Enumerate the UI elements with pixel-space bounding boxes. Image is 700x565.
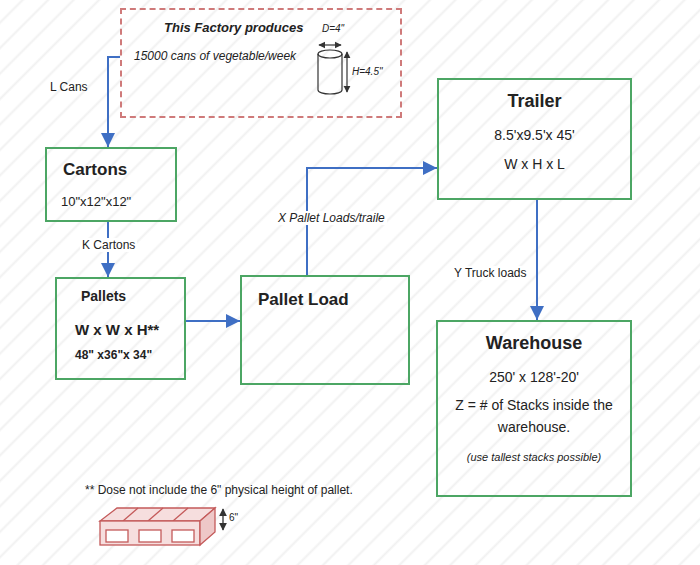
flow-arrow bbox=[108, 57, 120, 147]
box-text: 8.5'x9.5'x 45' bbox=[445, 127, 624, 145]
box-text: 10"x12"x12" bbox=[61, 194, 169, 210]
dimension-label: 6" bbox=[229, 512, 238, 524]
box-text: 48" x36"x 34" bbox=[75, 348, 178, 363]
connector-label: K Cartons bbox=[80, 238, 137, 252]
box-title: This Factory produces bbox=[164, 20, 394, 36]
box-text: W x H x L bbox=[445, 156, 624, 174]
connector-label: Y Truck loads bbox=[452, 266, 528, 280]
flow-arrow bbox=[186, 320, 240, 322]
factory-box: This Factory produces 15000 cans of veget… bbox=[120, 8, 402, 118]
box-title: Cartons bbox=[63, 159, 169, 180]
box-text: (use tallest stacks possible) bbox=[444, 451, 624, 465]
footnote: ** Dose not include the 6" physical heig… bbox=[85, 483, 353, 497]
box-text: W x W x H** bbox=[75, 321, 178, 340]
box-title: Trailer bbox=[445, 90, 624, 113]
box-title: Pallets bbox=[81, 288, 178, 306]
connector-label: L Cans bbox=[48, 80, 90, 94]
pallet-drawing bbox=[100, 508, 223, 545]
connector-label: X Pallet Loads/traile bbox=[276, 211, 387, 225]
dimension-label: H=4.5" bbox=[352, 66, 383, 78]
trailer-box: Trailer 8.5'x9.5'x 45' W x H x L bbox=[437, 78, 632, 200]
flow-arrow bbox=[536, 200, 538, 320]
carton-box: Cartons 10"x12"x12" bbox=[45, 147, 177, 222]
box-text: Z = # of Stacks inside the warehouse. bbox=[444, 394, 624, 439]
can-drawing bbox=[318, 45, 347, 94]
box-title: Pallet Load bbox=[258, 289, 402, 310]
box-title: Warehouse bbox=[444, 332, 624, 355]
box-text: 15000 cans of vegetable/week bbox=[134, 49, 394, 64]
box-text: 250' x 128'-20' bbox=[444, 369, 624, 387]
pallet-load-box: Pallet Load bbox=[240, 275, 410, 385]
pallet-box: Pallets W x W x H** 48" x36"x 34" bbox=[55, 277, 186, 380]
dimension-label: D=4" bbox=[322, 23, 344, 35]
warehouse-box: Warehouse 250' x 128'-20' Z = # of Stacks … bbox=[436, 320, 632, 497]
